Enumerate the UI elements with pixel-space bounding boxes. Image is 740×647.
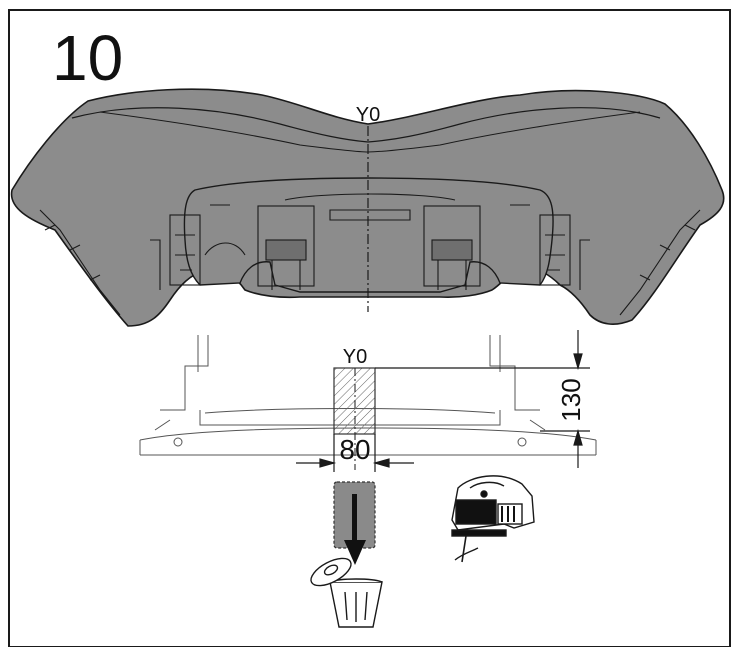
bumper-inner-cutout [183, 177, 554, 293]
panel-border [8, 9, 731, 647]
y0-label-detail: Y0 [343, 346, 367, 368]
down-arrow-icon [344, 494, 366, 565]
y0-label-top: Y0 [356, 104, 380, 126]
height-dimension-label: 130 [556, 378, 586, 421]
width-dimension-label: 80 [339, 434, 370, 465]
width-dimension [296, 434, 414, 472]
step-number: 10 [52, 22, 124, 94]
height-dimension [375, 330, 590, 468]
trash-can-icon [310, 557, 383, 628]
jigsaw-icon [451, 475, 535, 563]
